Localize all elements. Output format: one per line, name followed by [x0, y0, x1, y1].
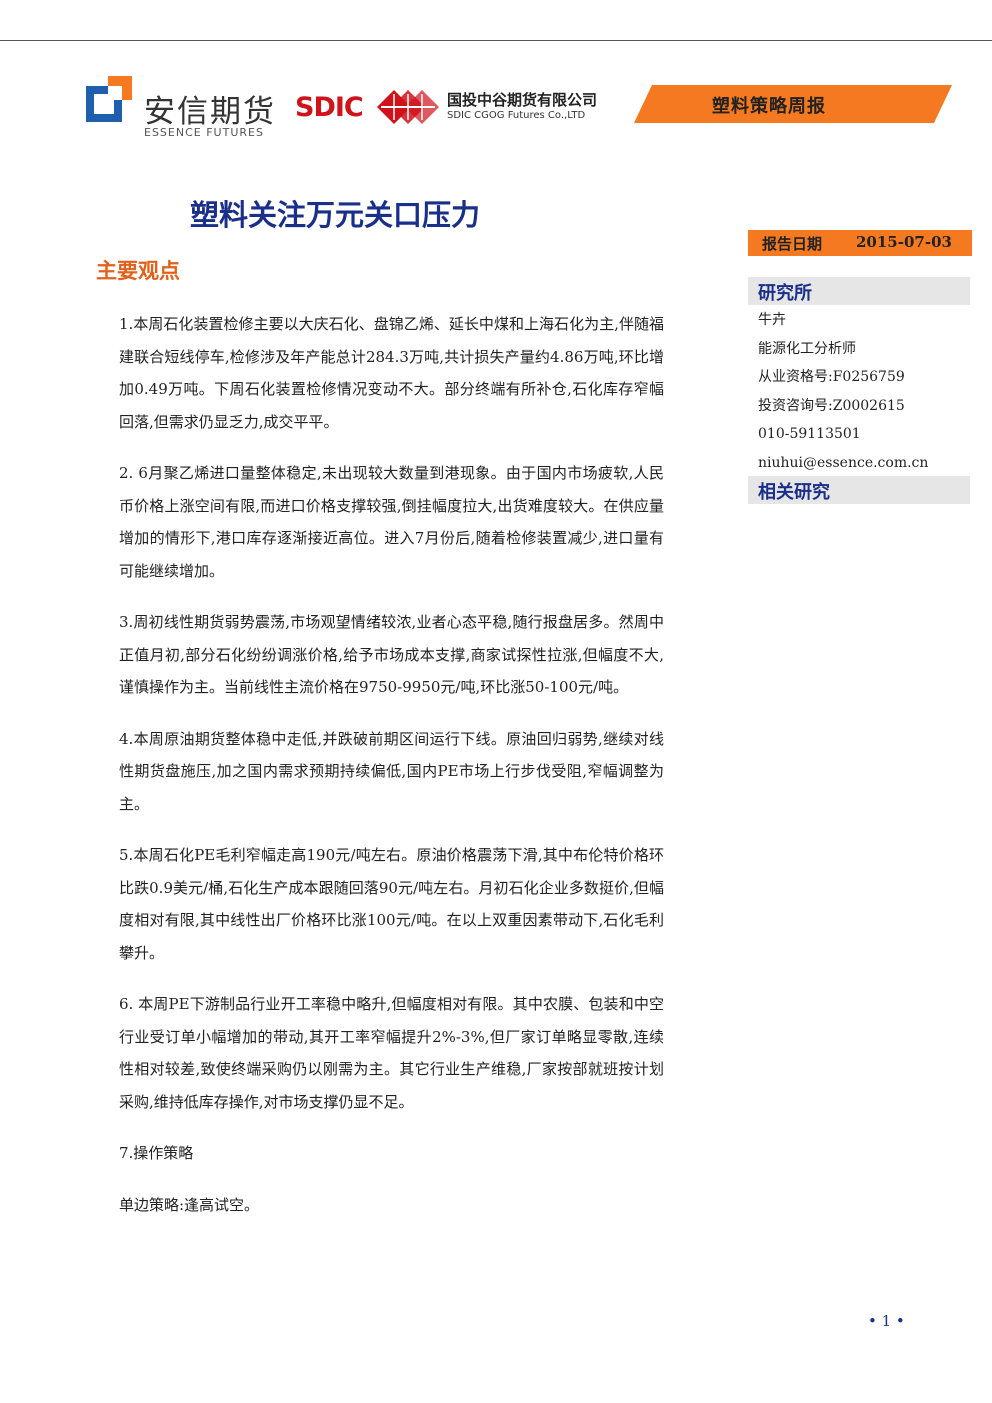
paragraph-5: 5.本周石化PE毛利窄幅走高190元/吨左右。原油价格震荡下滑,其中布伦特价格环… [119, 846, 664, 962]
essence-logo-cn: 安信期货 [144, 94, 276, 130]
analyst-name: 牛卉 [758, 312, 786, 328]
sdic-wordmark: SDIC [295, 92, 364, 123]
report-date-label: 报告日期 [762, 235, 823, 253]
report-date-value: 2015-07-03 [856, 233, 952, 251]
main-views-body: 1.本周石化装置检修主要以大庆石化、盘锦乙烯、延长中煤和上海石化为主,伴随福建联… [119, 308, 664, 1240]
research-institute-heading: 研究所 [748, 277, 970, 305]
paragraph-8: 单边策略:逢高试空。 [119, 1195, 260, 1214]
analyst-consulting-number: 投资咨询号:Z0002615 [758, 397, 905, 414]
paragraph-6: 6. 本周PE下游制品行业开工率稳中略升,但幅度相对有限。其中农膜、包装和中空行… [119, 995, 664, 1111]
sdic-company-cn: 国投中谷期货有限公司 [447, 91, 598, 109]
report-date-bar: 报告日期 2015-07-03 [748, 230, 972, 256]
paragraph-3: 3.周初线性期货弱势震荡,市场观望情绪较浓,业者心态平稳,随行报盘居多。然周中正… [119, 613, 664, 696]
analyst-role: 能源化工分析师 [758, 340, 856, 357]
essence-futures-logo: 安信期货 ESSENCE FUTURES [86, 76, 276, 142]
report-type-banner: 塑料策略周报 [634, 85, 952, 123]
paragraph-4: 4.本周原油期货整体稳中走低,并跌破前期区间运行下线。原油回归弱势,继续对线性期… [119, 729, 664, 813]
related-research-label: 相关研究 [758, 482, 830, 503]
analyst-phone: 010-59113501 [758, 426, 861, 442]
report-type-label: 塑料策略周报 [712, 96, 826, 117]
page-number: • 1 • [868, 1312, 905, 1330]
sdic-diamond-icon [377, 90, 439, 124]
document-title: 塑料关注万元关口压力 [190, 198, 481, 232]
paragraph-7: 7.操作策略 [119, 1144, 194, 1162]
section-heading-main-views: 主要观点 [96, 258, 180, 283]
research-institute-label: 研究所 [758, 283, 812, 304]
paragraph-1: 1.本周石化装置检修主要以大庆石化、盘锦乙烯、延长中煤和上海石化为主,伴随福建联… [119, 315, 664, 431]
related-research-heading: 相关研究 [748, 476, 970, 504]
essence-logo-icon [86, 76, 132, 122]
essence-logo-en: ESSENCE FUTURES [144, 126, 264, 139]
analyst-info: 牛卉 能源化工分析师 从业资格号:F0256759 投资咨询号:Z0002615… [758, 306, 970, 477]
analyst-qualification: 从业资格号:F0256759 [758, 369, 905, 385]
paragraph-2: 2. 6月聚乙烯进口量整体稳定,未出现较大数量到港现象。由于国内市场疲软,人民币… [119, 464, 664, 580]
analyst-email[interactable]: niuhui@essence.com.cn [758, 454, 929, 471]
top-rule [0, 40, 992, 41]
sdic-company-en: SDIC CGOG Futures Co.,LTD [447, 110, 586, 121]
sdic-logo: SDIC 国投中谷期货有限公司 SDIC CGOG Futures Co.,LT… [295, 88, 625, 128]
